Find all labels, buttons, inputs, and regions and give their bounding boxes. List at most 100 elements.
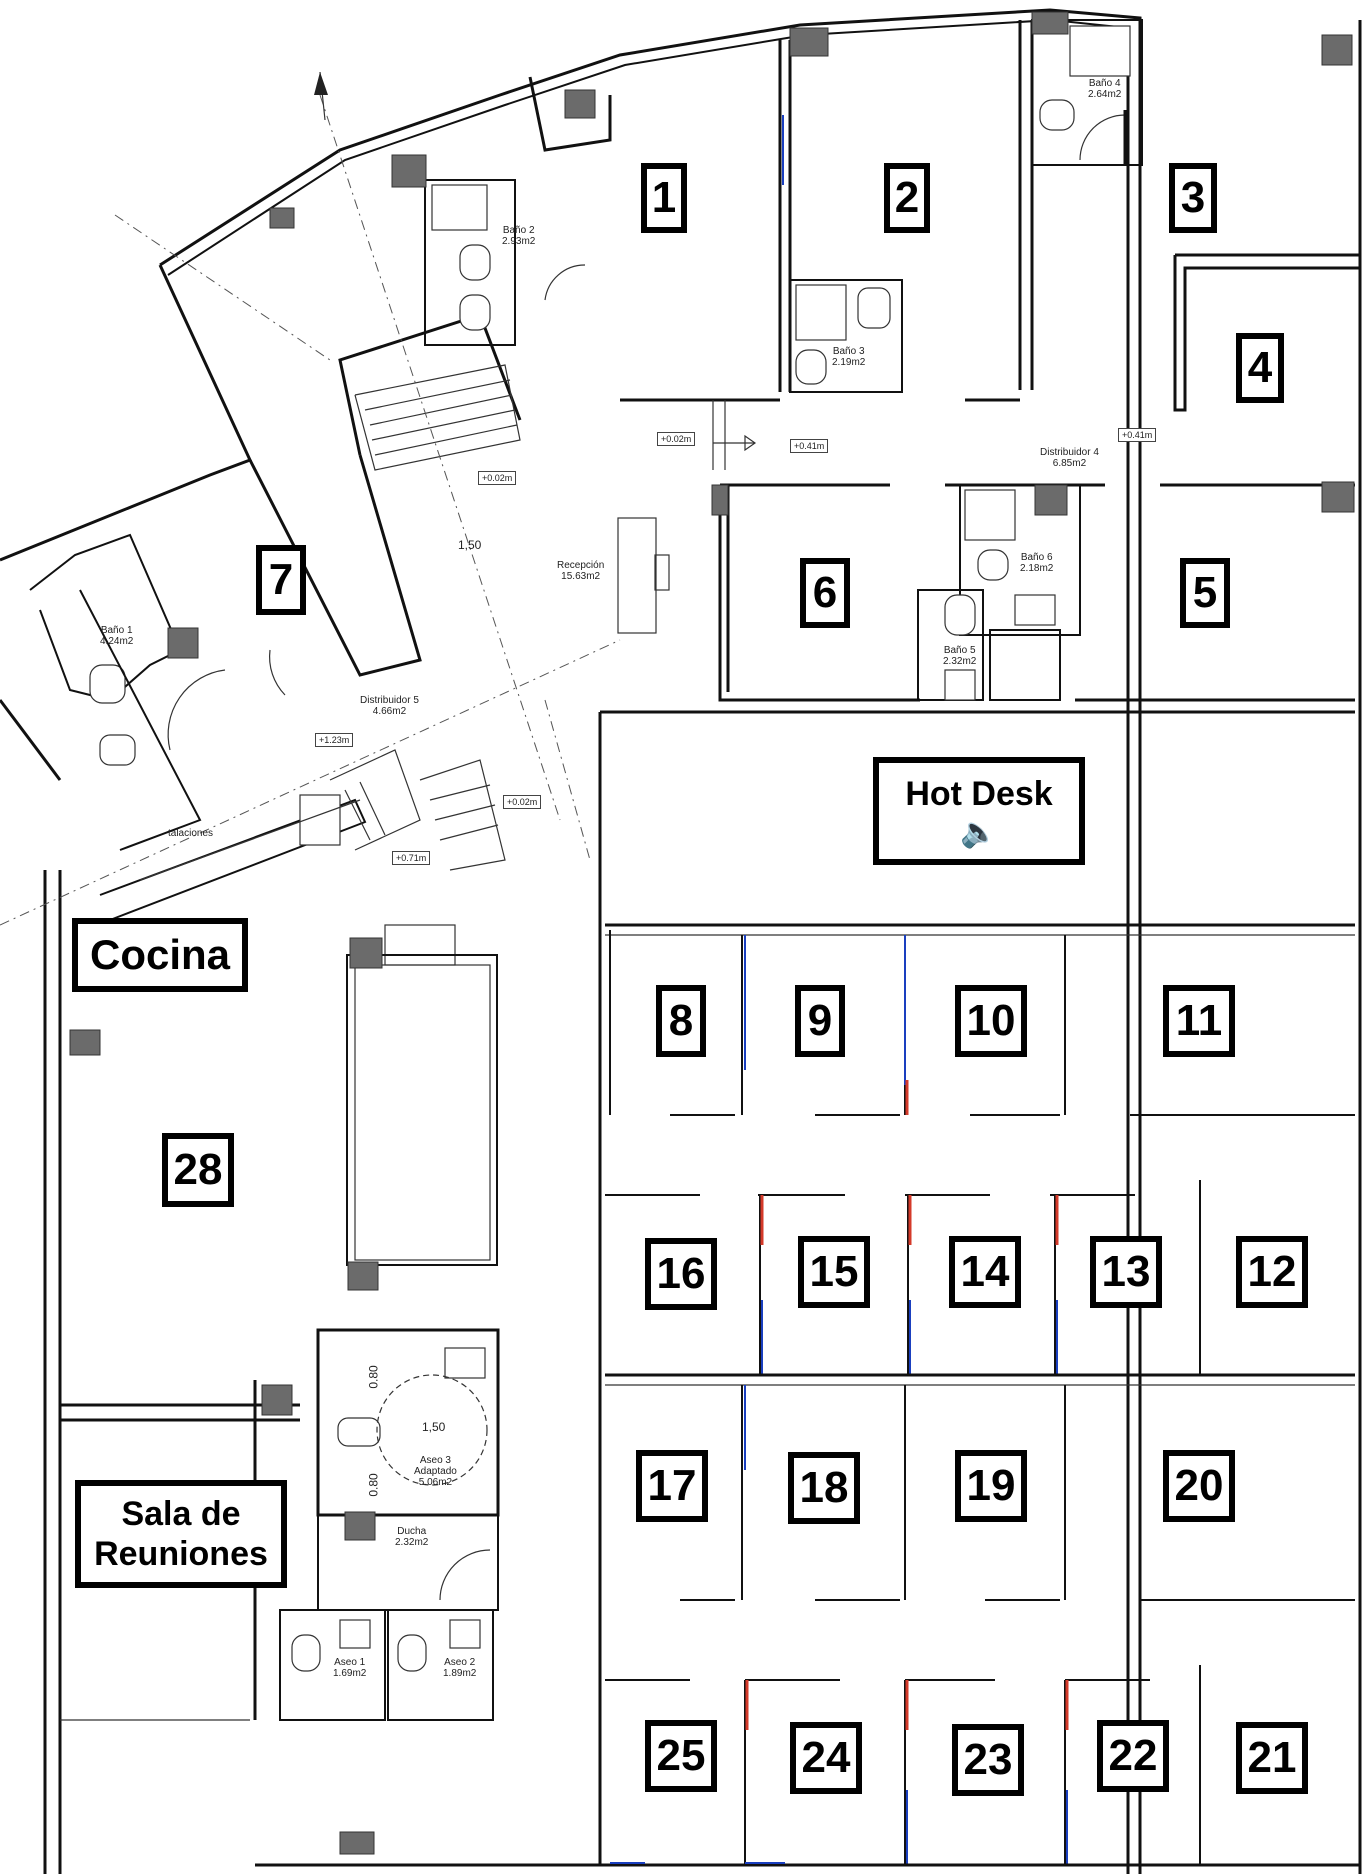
office-4[interactable]: 4 bbox=[1236, 333, 1284, 403]
office-label: 16 bbox=[656, 1249, 706, 1298]
bano-3-block bbox=[789, 279, 903, 393]
office-label: 28 bbox=[173, 1145, 223, 1194]
office-12[interactable]: 12 bbox=[1236, 1236, 1308, 1308]
office-17[interactable]: 17 bbox=[636, 1450, 708, 1522]
stairs bbox=[329, 364, 521, 966]
office-label: 3 bbox=[1180, 173, 1206, 222]
office-19[interactable]: 19 bbox=[955, 1450, 1027, 1522]
office-3[interactable]: 3 bbox=[1169, 163, 1217, 233]
office-20[interactable]: 20 bbox=[1163, 1450, 1235, 1522]
office-label: 2 bbox=[894, 173, 920, 222]
left-wing-walls bbox=[29, 179, 586, 921]
office-5[interactable]: 5 bbox=[1180, 558, 1230, 628]
office-label: 18 bbox=[799, 1463, 849, 1512]
office-18[interactable]: 18 bbox=[788, 1452, 860, 1524]
office-2[interactable]: 2 bbox=[884, 163, 930, 233]
office-24[interactable]: 24 bbox=[790, 1722, 862, 1794]
dimension-label: 1,50 bbox=[458, 538, 482, 552]
office-16[interactable]: 16 bbox=[645, 1238, 717, 1310]
office-label: 14 bbox=[960, 1247, 1010, 1296]
office-label: 12 bbox=[1247, 1247, 1297, 1296]
office-28[interactable]: 28 bbox=[162, 1133, 234, 1207]
row-21-25-walls bbox=[255, 1665, 1360, 1867]
office-23[interactable]: 23 bbox=[952, 1724, 1024, 1796]
grid-axes bbox=[0, 94, 621, 926]
office-label: 11 bbox=[1175, 996, 1223, 1045]
level-marker: +0.02m bbox=[657, 432, 696, 446]
office-22[interactable]: 22 bbox=[1097, 1720, 1169, 1792]
sala-reuniones-zone[interactable]: Sala de Reuniones bbox=[75, 1480, 287, 1588]
office-label: 8 bbox=[668, 996, 694, 1045]
level-marker: +0.41m bbox=[1118, 428, 1157, 442]
office-label: 15 bbox=[809, 1247, 859, 1296]
hot-desk-zone[interactable]: Hot Desk 🔈 bbox=[873, 757, 1085, 865]
office-11[interactable]: 11 bbox=[1163, 985, 1235, 1057]
dimension-label: 0.80 bbox=[366, 1473, 381, 1497]
office-8[interactable]: 8 bbox=[656, 985, 706, 1057]
office-15[interactable]: 15 bbox=[798, 1236, 870, 1308]
office-13[interactable]: 13 bbox=[1090, 1236, 1162, 1308]
office-9[interactable]: 9 bbox=[795, 985, 845, 1057]
office-label: 5 bbox=[1192, 568, 1218, 617]
office-14[interactable]: 14 bbox=[949, 1236, 1021, 1308]
speaker-icon: 🔈 bbox=[960, 816, 998, 849]
office-25[interactable]: 25 bbox=[645, 1720, 717, 1792]
office-label: 7 bbox=[268, 555, 294, 604]
office-6[interactable]: 6 bbox=[800, 558, 850, 628]
dimension-label: 1,50 bbox=[422, 1420, 446, 1434]
office-label: 19 bbox=[966, 1461, 1016, 1510]
cocina-zone[interactable]: Cocina bbox=[72, 918, 248, 992]
office-label: 6 bbox=[812, 568, 838, 617]
office-label: 20 bbox=[1174, 1461, 1224, 1510]
office-label: 1 bbox=[651, 173, 677, 222]
bano-4-block bbox=[1031, 19, 1143, 166]
dimension-label: 0.80 bbox=[366, 1365, 381, 1389]
office-7[interactable]: 7 bbox=[256, 545, 306, 615]
office-label: 23 bbox=[963, 1735, 1013, 1784]
level-marker: +0.41m bbox=[790, 439, 829, 453]
level-marker: +0.02m bbox=[503, 795, 542, 809]
office-label: 10 bbox=[966, 996, 1016, 1045]
office-21[interactable]: 21 bbox=[1236, 1722, 1308, 1794]
office-label: 24 bbox=[801, 1733, 851, 1782]
reception-area bbox=[617, 400, 757, 634]
office-label: 25 bbox=[656, 1731, 706, 1780]
central-block bbox=[60, 954, 500, 1721]
row-12-16-walls bbox=[605, 1180, 1355, 1386]
instalaciones-label: talaciones bbox=[168, 828, 214, 839]
sala-label-line-1: Sala de bbox=[121, 1495, 241, 1533]
level-marker: +0.71m bbox=[392, 851, 431, 865]
cocina-label: Cocina bbox=[89, 931, 231, 978]
hot-desk-label: Hot Desk bbox=[905, 775, 1053, 813]
office-label: 17 bbox=[647, 1461, 697, 1510]
offices-6-5-walls bbox=[718, 483, 1355, 702]
office-label: 13 bbox=[1101, 1247, 1151, 1296]
level-marker: +0.02m bbox=[478, 471, 517, 485]
office-10[interactable]: 10 bbox=[955, 985, 1027, 1057]
open-area-walls bbox=[598, 710, 1355, 1865]
office-label: 22 bbox=[1108, 1731, 1158, 1780]
office-label: 4 bbox=[1247, 343, 1273, 392]
row-17-20-walls bbox=[680, 1385, 1355, 1601]
structural-columns bbox=[69, 11, 1355, 1855]
level-marker: +1.23m bbox=[315, 733, 354, 747]
office-label: 9 bbox=[807, 996, 833, 1045]
office-1[interactable]: 1 bbox=[641, 163, 687, 233]
north-arrow-icon bbox=[314, 71, 328, 121]
sala-label-line-2: Reuniones bbox=[94, 1535, 268, 1573]
office-label: 21 bbox=[1247, 1733, 1297, 1782]
